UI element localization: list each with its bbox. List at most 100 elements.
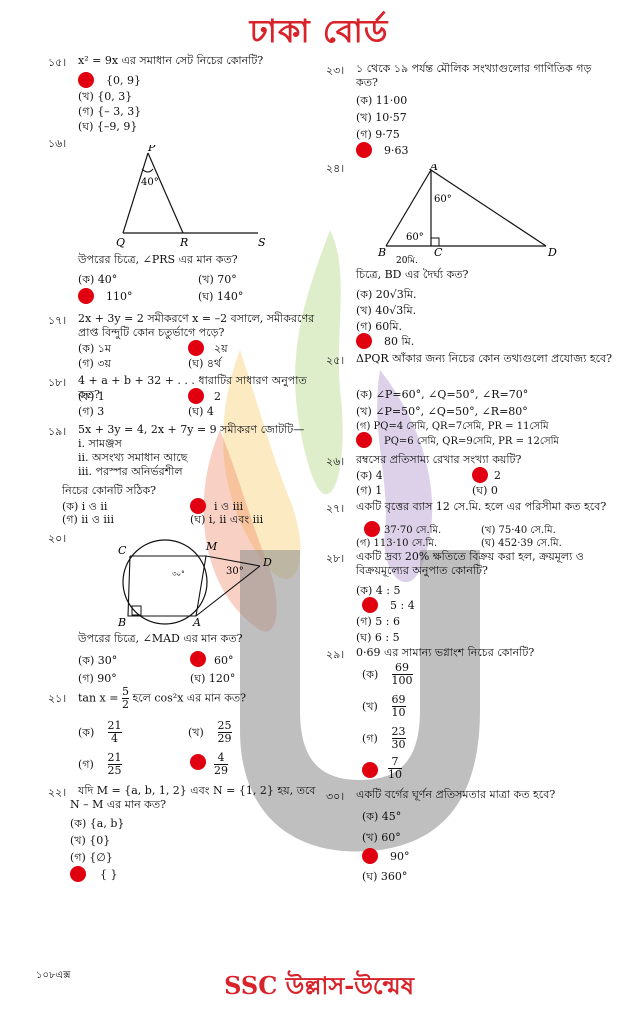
option-c: (গ) 3 [78,405,105,418]
question-28: ২৮। একটি দ্রব্য 20% ক্ষতিতে বিক্রয় করা … [326,550,626,645]
answer-marker [70,866,86,882]
answer-marker [78,72,94,88]
answer-marker [362,597,378,613]
answer-marker [356,432,372,448]
question-stem: উপরের চিত্রে, ∠PRS এর মান কত? [78,253,238,266]
option-b: (খ) {0, 3} [78,90,133,103]
label-a: A [192,616,201,626]
question-number: ২৯। [326,648,345,661]
answer-marker [356,333,372,349]
label-c: C [118,544,127,557]
statement-iii: iii. পরস্পর অনির্ভরশীল [78,465,183,478]
angle-b-label: 60° [406,232,424,243]
option-c: (গ) 5 : 6 [356,615,400,628]
label-d: D [547,246,557,259]
option-b: (খ) {0} [70,834,111,847]
question-number: ২৭। [326,502,345,515]
label-d: D [262,556,272,569]
option-a: 37·70 সে.মি. [384,525,442,536]
option-d: (ঘ) 360° [362,870,408,883]
answer-marker [78,288,94,304]
option-a: (ক) 30° [78,654,118,667]
question-26: ২৬। রম্বসের প্রতিসাম্য রেখার সংখ্যা কয়ট… [326,453,626,498]
label-b: B [117,616,126,626]
question-27: ২৭। একটি বৃত্তের ব্যাস 12 সে.মি. হলে এর … [326,500,626,549]
question-30: ৩০। একটি বর্গের ঘূর্ণন প্রতিসমতার মাত্রা… [326,788,626,883]
answer-marker [472,467,488,483]
question-23: ২৩। ১ থেকে ১৯ পর্যন্ত মৌলিক সংখ্যাগুলোর … [326,62,626,158]
inner-angle-label: ৩০° [172,570,185,578]
question-16: ১৬। P Q R S 40° উপরের চিত্রে, ∠PRS এর মা… [48,135,318,305]
option-a: (ক) 40° [78,273,118,286]
question-19: ১৯। 5x + 3y = 4, 2x + 7y = 9 সমীকরণ জোটট… [48,423,318,526]
option-a: (ক) 4 : 5 [356,584,401,597]
question-number: ১৮। [48,376,67,389]
answer-marker [188,340,204,356]
question-number: ২০। [48,532,67,545]
option-c: (গ) 90° [78,672,117,685]
option-b: (খ) 40√3মি. [356,304,417,317]
question-20: ২০। C M D B A 30° ৩০° উপরের চিত্রে, ∠MAD… [48,530,318,685]
label-a: A [429,164,438,173]
statement-ii: ii. অসংখ্য সমাধান আছে [78,451,188,464]
option-a: (ক) 20√3মি. [356,288,417,301]
answer-marker [356,142,372,158]
question-number: ২৬। [326,455,345,468]
option-c: (গ) ii ও iii [62,513,114,526]
option-b: 2 [214,390,221,403]
angle-label: 40° [141,177,159,188]
option-b: (খ) ∠P=50°, ∠Q=50°, ∠R=80° [356,405,528,418]
question-stem: 4 + a + b + 32 + . . . ধারাটির সাধারণ অন… [78,374,307,401]
question-number: ১৭। [48,314,67,327]
option-b: 2 [494,469,501,482]
option-a: (ক) ১ম [78,342,112,355]
label-c: C [434,246,443,259]
option-c: (গ) ৩য় [78,357,111,370]
question-15: ১৫। x² = 9x এর সমাধান সেট নিচের কোনটি? {… [48,54,308,133]
question-number: ২৫। [326,354,345,367]
label-s: S [258,236,266,249]
label-q: Q [116,236,125,249]
triangle-figure: A B C D 60° 60° 20মি. [377,164,557,264]
option-c: (গ) 113·10 সে.মি. [356,538,438,549]
question-stem: যদি M = {a, b, 1, 2} এবং N = {1, 2} হয়,… [78,784,316,797]
question-stem: 0·69 এর সামান্য ভগ্নাংশ নিচের কোনটি? [356,646,535,659]
question-stem: একটি বর্গের ঘূর্ণন প্রতিসমতার মাত্রা কত … [356,788,556,801]
angle-label: 30° [226,566,244,577]
option-d: (ঘ) i, ii এবং iii [190,513,264,526]
option-a: (ক) i ও ii [62,500,108,513]
question-stem: ΔPQR আঁকার জন্য নিচের কোন তথ্যগুলো প্রযো… [356,352,613,365]
label-p: P [147,145,156,154]
option-b: i ও iii [214,500,244,513]
option-d: (ঘ) 0 [472,484,498,497]
option-b: (খ) 75·40 সে.মি. [481,525,556,536]
question-24: ২৪। A B C D 60° 60° 20মি. চিত্রে, BD এর … [326,160,626,350]
option-d: (ঘ) 120° [190,672,236,685]
option-a: (ক) {a, b} [70,817,125,830]
question-stem: একটি বৃত্তের ব্যাস 12 সে.মি. হলে এর পরিস… [356,500,607,513]
option-c: (গ) PQ=4 সেমি, QR=7সেমি, PR = 11সেমি [356,421,549,432]
question-stem-2: N – M এর মান কত? [70,798,167,811]
option-d: 9·63 [384,144,409,157]
answer-marker [364,521,380,537]
page-title: ঢাকা বোর্ড [249,12,389,50]
circle-figure: C M D B A 30° ৩০° [117,539,272,626]
answer-marker [190,754,206,770]
answer-marker [188,388,204,404]
question-number: ২৩। [326,64,345,77]
question-stem: রম্বসের প্রতিসাম্য রেখার সংখ্যা কয়টি? [356,453,522,466]
page-number: ১০৮এক্স [36,970,71,981]
option-c: (গ) 60মি. [356,320,403,333]
question-number: ২২। [48,786,67,799]
option-b: 60° [214,654,234,667]
option-a: {0, 9} [106,74,141,87]
question-number: ১৬। [48,137,67,150]
option-d: (ঘ) {–9, 9} [78,120,138,133]
question-stem: 2x + 3y = 2 সমীকরণে x = –2 বসালে, সমীকরণ… [78,312,315,339]
sub-question: নিচের কোনটি সঠিক? [62,484,157,497]
